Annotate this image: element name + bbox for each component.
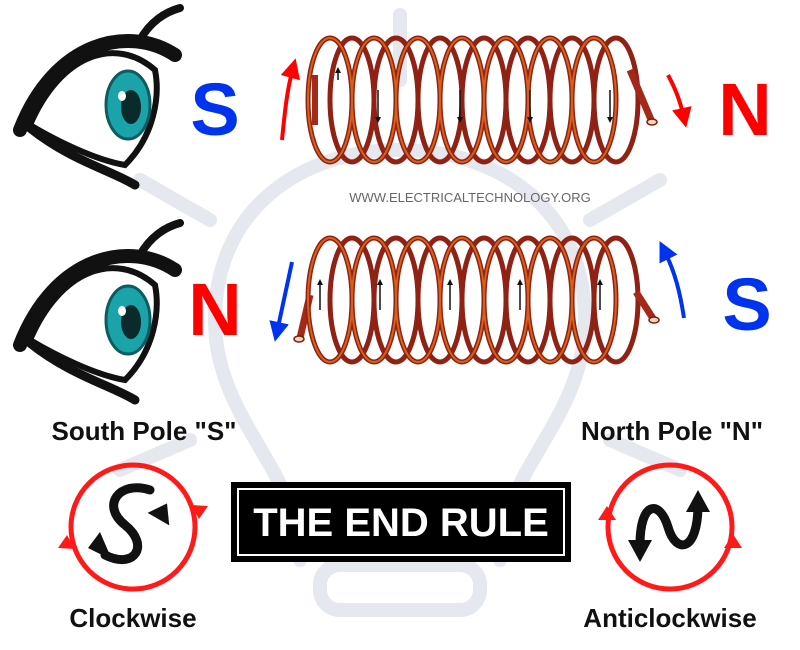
eye-side-pole-letter: N bbox=[188, 268, 241, 351]
anticlockwise-ring bbox=[605, 462, 735, 592]
north-pole-label: North Pole "N" bbox=[581, 416, 763, 446]
clockwise-ring bbox=[68, 462, 198, 592]
watermark-text: WWW.ELECTRICALTECHNOLOGY.ORG bbox=[349, 190, 591, 205]
end-rule-title: THE END RULE bbox=[253, 501, 549, 545]
clockwise-symbol bbox=[58, 462, 208, 592]
anticlockwise-label: Anticlockwise bbox=[583, 603, 756, 633]
current-direction-arrow-left bbox=[280, 58, 301, 141]
row-1: S bbox=[13, 4, 772, 190]
far-side-pole-letter: N bbox=[718, 68, 771, 151]
s-letter-arrow-icon bbox=[88, 483, 170, 565]
current-direction-arrow-left bbox=[269, 261, 294, 342]
solenoid-coil bbox=[293, 235, 660, 365]
eye-side-pole-letter: S bbox=[190, 68, 239, 151]
eye-icon bbox=[13, 219, 184, 405]
end-rule-title-box: THE END RULE bbox=[231, 482, 571, 562]
solenoid-coil bbox=[305, 35, 658, 165]
n-letter-arrow-icon bbox=[628, 490, 710, 562]
clockwise-label: Clockwise bbox=[69, 603, 196, 633]
row-2: N bbox=[13, 219, 772, 405]
far-side-pole-letter: S bbox=[722, 263, 771, 346]
current-direction-arrow-right bbox=[666, 74, 692, 128]
south-pole-label: South Pole "S" bbox=[52, 416, 237, 446]
eye-icon bbox=[13, 4, 184, 190]
anticlockwise-symbol bbox=[598, 462, 742, 592]
current-direction-arrow-right bbox=[659, 241, 686, 319]
